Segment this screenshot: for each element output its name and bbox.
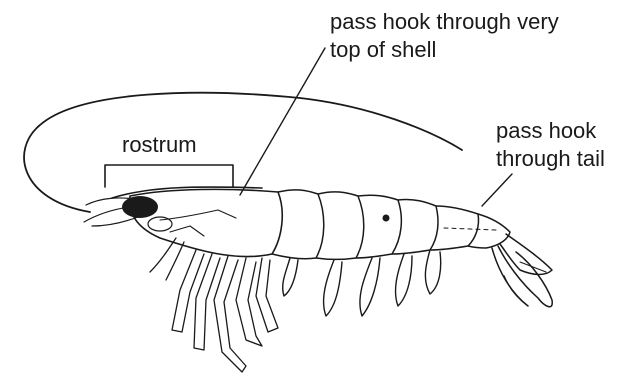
- label-top-of-shell-line-2: top of shell: [330, 36, 559, 64]
- shrimp-eye: [122, 196, 158, 218]
- walking-legs: [150, 238, 278, 372]
- label-top-of-shell-line-1: pass hook through very: [330, 8, 559, 36]
- fishing-line: [24, 93, 462, 212]
- rostrum-bracket: [105, 165, 233, 187]
- label-top-of-shell: pass hook through very top of shell: [330, 8, 559, 64]
- label-rostrum: rostrum: [122, 131, 197, 159]
- leader-line-shell: [240, 48, 325, 195]
- shrimp-head: [112, 187, 282, 257]
- label-tail-line-1: pass hook: [496, 117, 605, 145]
- rostrum-spine: [112, 187, 262, 198]
- abdomen-segments: [272, 190, 510, 260]
- leader-line-tail: [482, 174, 512, 206]
- tail-fan: [492, 234, 552, 307]
- swimmerets: [283, 250, 441, 316]
- label-tail-line-2: through tail: [496, 145, 605, 173]
- label-tail: pass hook through tail: [496, 117, 605, 173]
